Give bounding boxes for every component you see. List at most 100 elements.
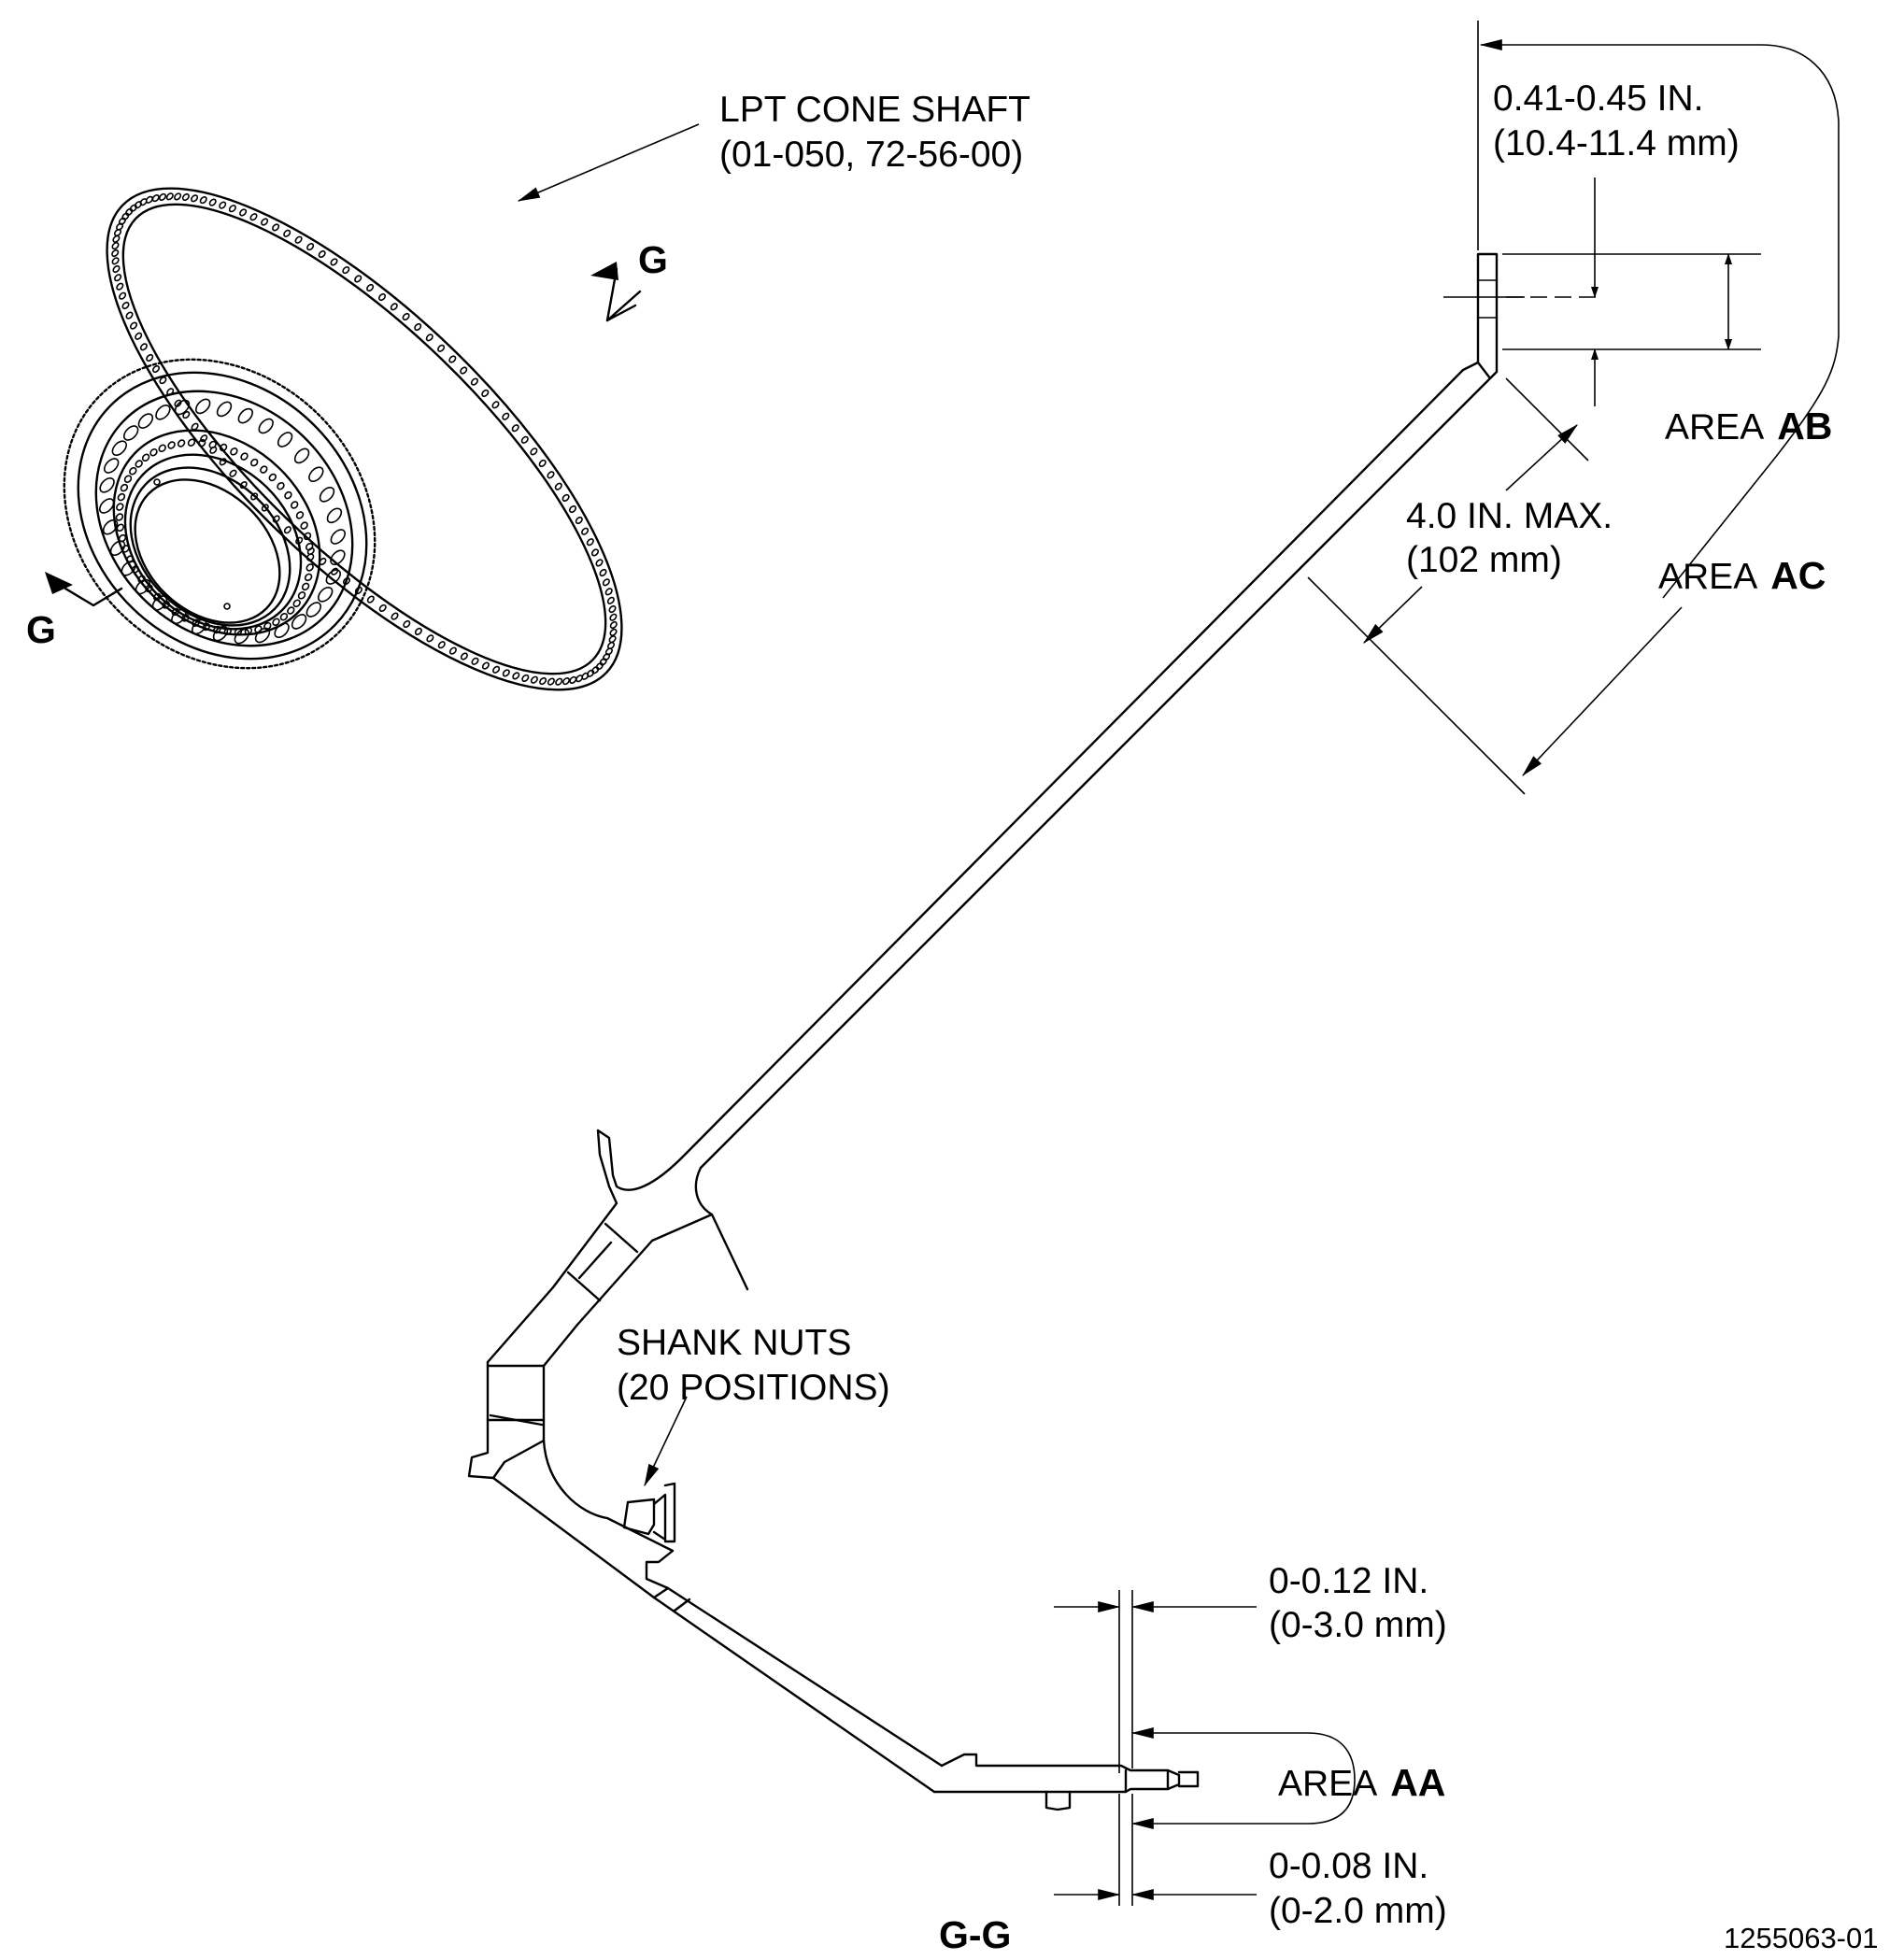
hole [481, 389, 490, 397]
hole [283, 526, 291, 534]
hole [208, 440, 217, 449]
hole [268, 473, 277, 482]
dimension-aa [1054, 1590, 1356, 1906]
hole [471, 657, 479, 665]
hole [149, 447, 158, 457]
hole [342, 266, 350, 275]
hole [538, 459, 547, 467]
hole [112, 264, 121, 274]
hole [301, 582, 310, 591]
hole [145, 584, 153, 593]
cone-shaft-label-line1: LPT CONE SHAFT [719, 90, 1030, 130]
hub-gear-outer [63, 358, 377, 670]
hole [121, 212, 130, 220]
hole [260, 465, 268, 474]
hole [116, 503, 124, 511]
hole [102, 518, 119, 535]
cone-wall-outer [699, 376, 1492, 1170]
hole [99, 476, 115, 493]
dimension-ab [1443, 21, 1840, 599]
hole [277, 432, 293, 447]
hole [308, 466, 324, 483]
hole [279, 612, 289, 621]
hole [123, 475, 133, 483]
hole [123, 425, 139, 441]
y-junction [551, 1129, 688, 1289]
hole [530, 675, 538, 684]
hole [609, 628, 618, 636]
dim-ab-text-line1: 0.41-0.45 IN. [1493, 78, 1703, 119]
hole [111, 257, 120, 265]
hole [145, 195, 153, 204]
hole [216, 401, 233, 418]
hole [277, 481, 285, 490]
hole [568, 504, 577, 514]
hole [306, 553, 315, 561]
hole [239, 208, 248, 217]
hole [581, 527, 590, 535]
hole [219, 443, 228, 452]
hole [162, 601, 170, 609]
hole [297, 591, 306, 600]
cone-shaft-leader [517, 123, 700, 202]
dimension-ac [1307, 377, 1683, 795]
hole [254, 625, 263, 633]
hole [590, 548, 600, 557]
hole [181, 192, 190, 202]
hole [502, 412, 510, 420]
hole [272, 618, 280, 627]
hole [249, 213, 258, 221]
hole [342, 576, 351, 586]
hole [187, 438, 196, 447]
hole [152, 592, 162, 602]
hole [530, 447, 538, 456]
hole [539, 676, 547, 686]
hole [191, 194, 199, 203]
hole [158, 192, 167, 201]
hole [208, 198, 217, 206]
hole [197, 438, 206, 447]
hole [284, 490, 292, 500]
hole [608, 604, 617, 614]
hole [561, 677, 571, 686]
hole [151, 194, 160, 203]
hole [547, 471, 555, 479]
hole [460, 652, 468, 660]
shank-nuts-label-line2: (20 POSITIONS) [617, 1368, 890, 1408]
pin-hole [153, 478, 161, 486]
hole [470, 377, 478, 386]
hole [300, 521, 308, 530]
hole [171, 607, 180, 617]
hole [609, 613, 618, 621]
hole [366, 595, 375, 604]
hole [112, 234, 121, 243]
hole [569, 675, 577, 684]
hole [104, 458, 120, 474]
hole [603, 653, 611, 661]
hole [212, 625, 229, 642]
hole [174, 399, 182, 407]
hole [330, 258, 338, 266]
hole [448, 646, 457, 655]
dim-aa-bottom-text-line2: (0-2.0 mm) [1269, 1891, 1447, 1931]
hole [129, 321, 138, 330]
area-aa-label: AREA AA [1278, 1761, 1445, 1804]
hole [116, 282, 124, 291]
hole [129, 204, 137, 212]
hole [330, 549, 346, 566]
hole [325, 569, 341, 585]
hole [520, 435, 529, 444]
left-flange [467, 1360, 546, 1480]
hole [195, 398, 211, 415]
hub-small-holes [115, 438, 315, 636]
hole [234, 628, 249, 645]
hole [576, 675, 584, 683]
hole [200, 434, 208, 443]
hole [287, 606, 295, 615]
hole [604, 588, 613, 596]
hub-bore-outer [129, 466, 291, 627]
hole [137, 413, 154, 429]
hole [159, 376, 167, 385]
hole [158, 444, 166, 453]
dim-aa-top-text-line2: (0-3.0 mm) [1269, 1605, 1447, 1645]
